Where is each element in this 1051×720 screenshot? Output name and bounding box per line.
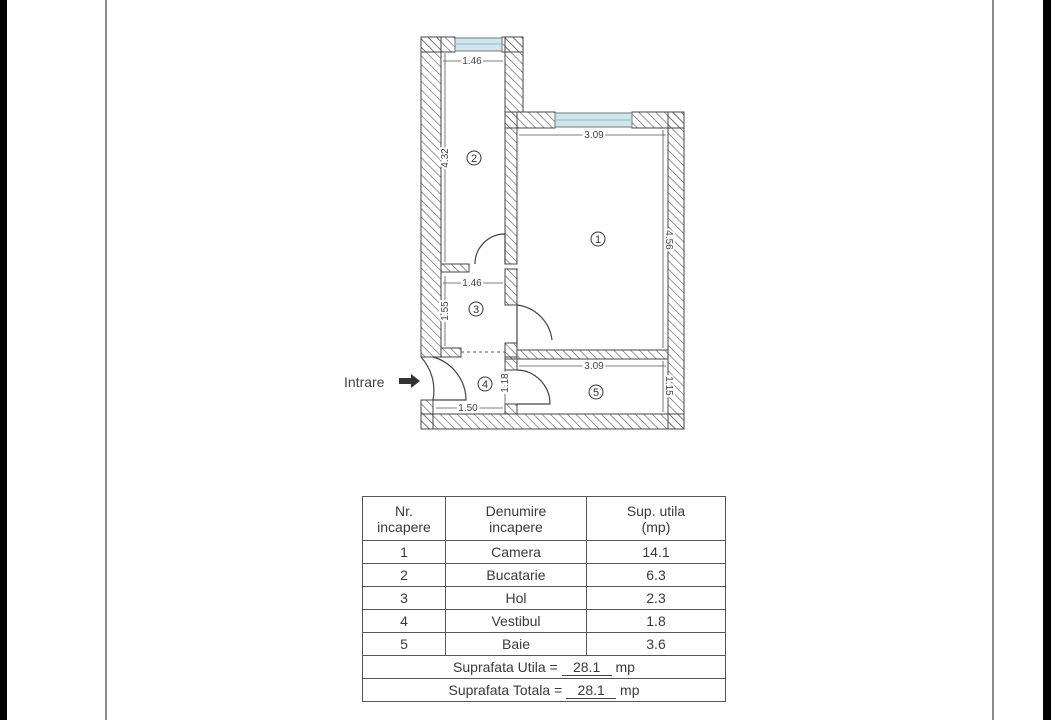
total-totala-row: Suprafata Totala = 28.1 mp <box>362 678 726 702</box>
dim-room5-length: 1.15 <box>663 376 674 396</box>
room-marker-1: 1 <box>590 231 606 247</box>
dim-room2-width: 1.46 <box>462 56 482 67</box>
svg-text:5: 5 <box>593 387 599 399</box>
utila-value: 28.1 <box>561 659 612 676</box>
dim-room1-length: 4.56 <box>663 230 674 250</box>
walls <box>420 36 685 430</box>
header-nr: Nr.incapere <box>362 496 446 541</box>
dim-room4-width: 1.50 <box>458 403 478 414</box>
right-black-border <box>1043 0 1051 720</box>
svg-text:3: 3 <box>473 304 479 316</box>
windows <box>454 37 633 128</box>
left-black-border <box>0 0 7 720</box>
page-left-edge <box>105 0 107 720</box>
entry-arrow-icon <box>399 374 420 388</box>
svg-text:4: 4 <box>482 379 488 391</box>
svg-text:2: 2 <box>471 153 477 165</box>
svg-text:1: 1 <box>595 234 601 246</box>
dim-room3-width: 1.46 <box>462 278 482 289</box>
room-marker-3: 3 <box>468 301 484 317</box>
dim-room2-length: 4.32 <box>440 148 451 168</box>
totala-value: 28.1 <box>566 682 617 699</box>
total-utila-row: Suprafata Utila = 28.1 mp <box>362 655 726 679</box>
page-right-edge <box>992 0 994 720</box>
dimension-lines <box>436 53 666 412</box>
room-marker-4: 4 <box>477 376 493 392</box>
dim-room3-length: 1.55 <box>440 301 451 321</box>
doors <box>420 233 553 405</box>
floor-plan: 1.46 3.09 1.46 3.09 1.50 4.32 4.56 1.55 … <box>344 36 685 430</box>
header-area: Sup. utila(mp) <box>586 496 726 541</box>
dim-room1-width: 3.09 <box>584 130 604 141</box>
dim-room5-width: 3.09 <box>584 361 604 372</box>
room-marker-2: 2 <box>466 150 482 166</box>
room-marker-5: 5 <box>588 384 604 400</box>
dim-room4-length: 1.18 <box>500 373 511 393</box>
entry-label: Intrare <box>344 374 385 390</box>
